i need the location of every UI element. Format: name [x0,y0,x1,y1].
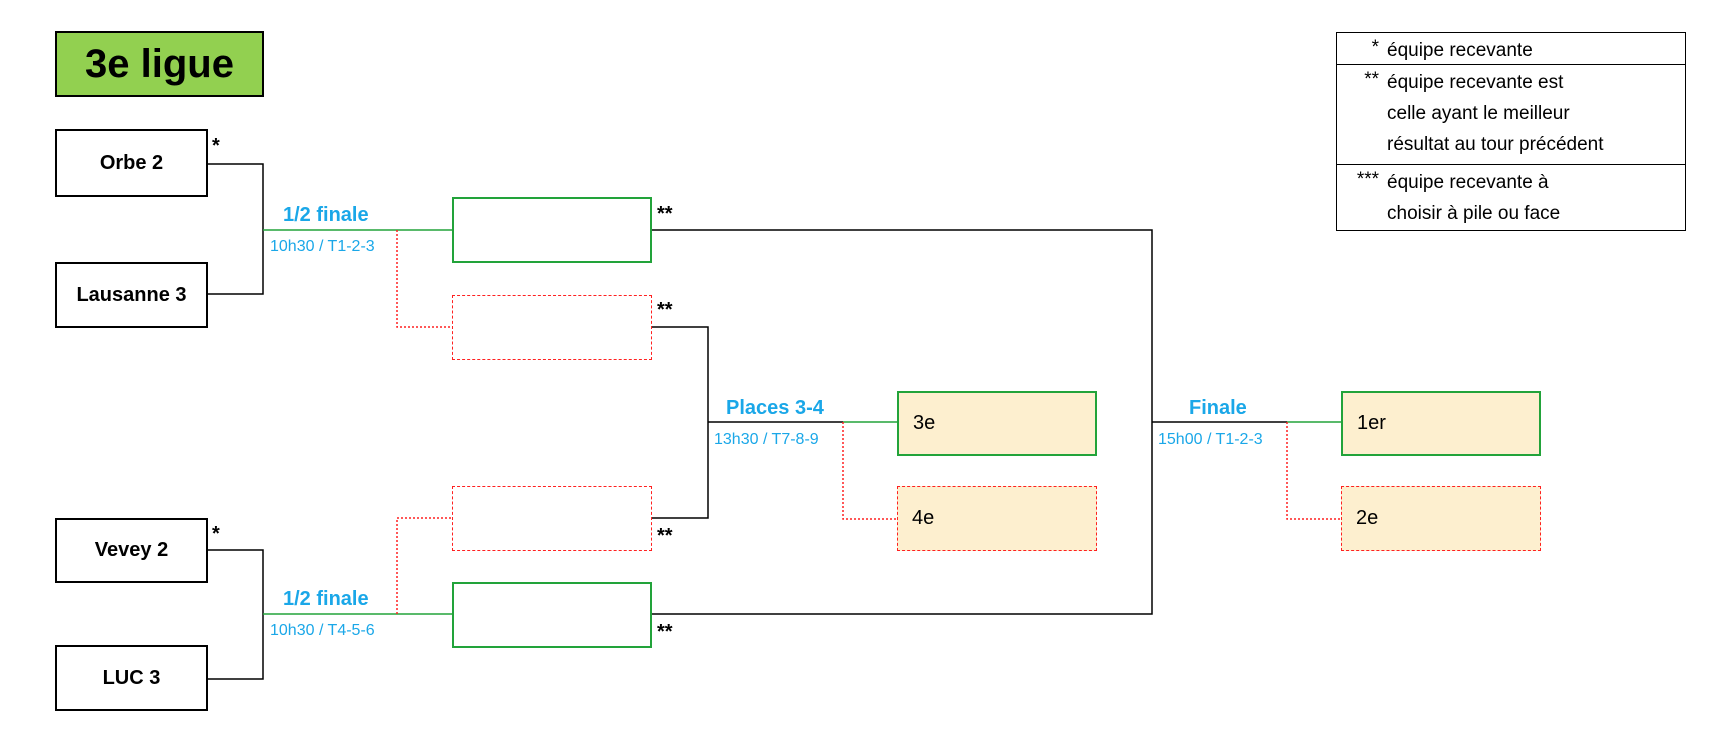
semi-1-loser-slot [452,295,652,360]
result-2nd-place: 2e [1341,486,1541,551]
legend-box: * équipe recevante ** équipe recevante e… [1336,32,1686,231]
home-marker: * [212,523,220,545]
result-3rd-place: 3e [897,391,1097,456]
legend-mark: * [1371,37,1379,58]
semi-2-loser-slot [452,486,652,551]
legend-divider [1337,64,1685,65]
semi-final-2-time: 10h30 / T4-5-6 [270,622,375,639]
legend-text: choisir à pile ou face [1387,203,1561,224]
team-box-lausanne: Lausanne 3 [55,262,208,328]
places-3-4-time: 13h30 / T7-8-9 [714,431,819,448]
semi-1-winner-slot [452,197,652,263]
home-marker: ** [657,525,673,547]
team-box-orbe: Orbe 2 [55,129,208,197]
final-label: Finale [1189,397,1247,419]
legend-text: équipe recevante à [1387,172,1549,193]
home-marker: ** [657,203,673,225]
team-box-luc: LUC 3 [55,645,208,711]
semi-2-winner-slot [452,582,652,648]
result-1st-place: 1er [1341,391,1541,456]
home-marker: ** [657,299,673,321]
final-time: 15h00 / T1-2-3 [1158,431,1263,448]
home-marker: * [212,135,220,157]
legend-mark: ** [1364,69,1379,90]
legend-text: équipe recevante [1387,40,1533,61]
result-4th-place: 4e [897,486,1097,551]
home-marker: ** [657,621,673,643]
legend-divider [1337,164,1685,165]
page-title: 3e ligue [55,31,264,97]
semi-final-1-label: 1/2 finale [283,204,369,226]
legend-mark: *** [1356,169,1379,190]
legend-text: résultat au tour précédent [1387,134,1604,155]
semi-final-2-label: 1/2 finale [283,588,369,610]
team-box-vevey: Vevey 2 [55,518,208,583]
places-3-4-label: Places 3-4 [726,397,824,419]
legend-text: celle ayant le meilleur [1387,103,1570,124]
semi-final-1-time: 10h30 / T1-2-3 [270,238,375,255]
legend-text: équipe recevante est [1387,72,1564,93]
